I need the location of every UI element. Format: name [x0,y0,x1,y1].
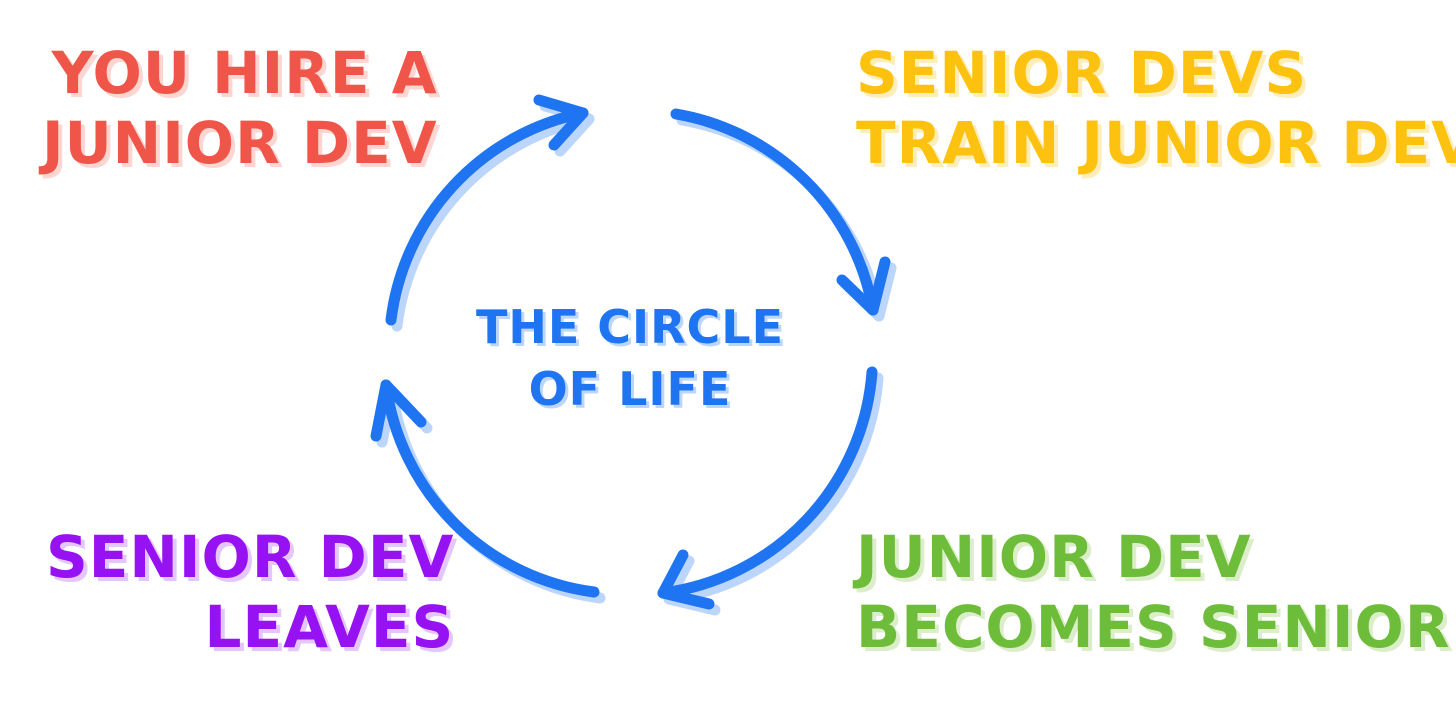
center-title: THE CIRCLE OF LIFE [430,296,830,420]
step-senior-leaves-line-1: SENIOR DEV [46,523,455,591]
step-senior-leaves: SENIOR DEV LEAVES [46,522,454,662]
step-hire-junior-line-1: YOU HIRE A [51,39,438,107]
center-title-line-1: THE CIRCLE [475,300,785,354]
arrow-bottom-left [380,379,600,598]
step-junior-becomes-senior-line-1: JUNIOR DEV [856,523,1252,591]
arrow-shadow-top-left [391,113,595,332]
arrowhead-bottom-right [657,549,715,610]
arrow-bottom-right [657,366,878,599]
arrowhead-top-right [836,256,891,316]
arrow-top-right [670,108,879,316]
arrowhead-top-left [533,94,589,151]
step-seniors-train-line-2: TRAIN JUNIOR DEV [856,109,1456,177]
step-seniors-train-line-1: SENIOR DEVS [856,39,1308,107]
step-hire-junior-line-2: JUNIOR DEV [42,109,438,177]
arrow-top-left [385,107,589,326]
step-junior-becomes-senior: JUNIOR DEV BECOMES SENIOR [856,522,1450,662]
arrowhead-bottom-left [370,379,427,442]
step-seniors-train: SENIOR DEVS TRAIN JUNIOR DEV [856,38,1456,178]
step-junior-becomes-senior-line-2: BECOMES SENIOR [856,593,1451,661]
arrow-shadow-bottom-right [663,372,884,605]
step-senior-leaves-line-2: LEAVES [204,593,455,661]
center-title-line-2: OF LIFE [528,362,732,416]
step-hire-junior: YOU HIRE A JUNIOR DEV [42,38,438,178]
